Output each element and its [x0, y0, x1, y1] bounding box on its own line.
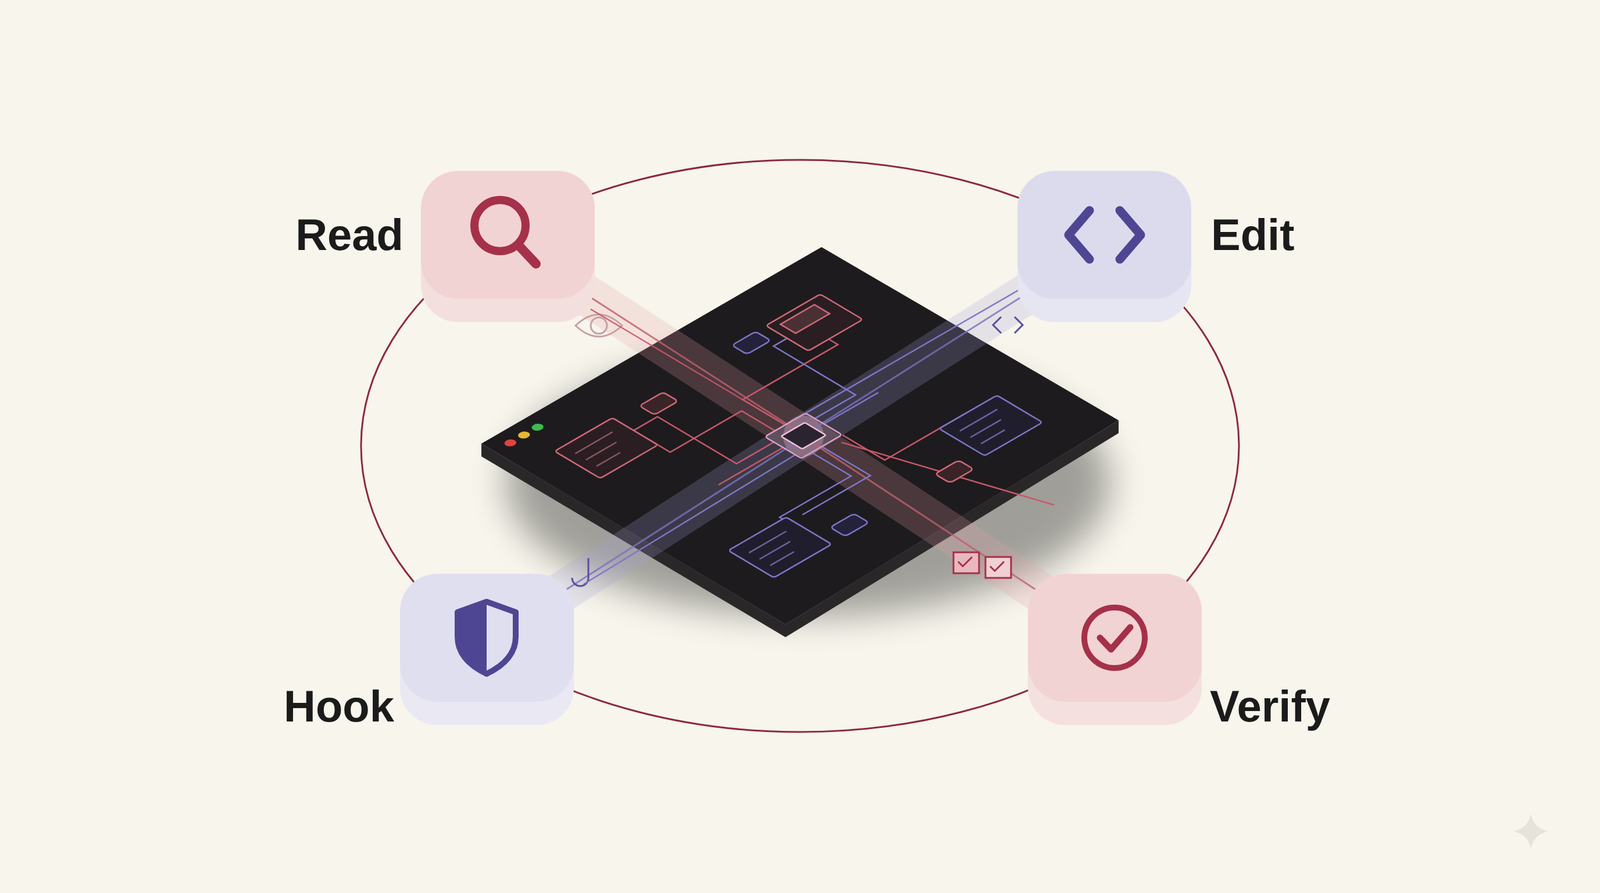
tool-tile: Edit — [1015, 168, 1194, 327]
tile-shape — [418, 168, 598, 327]
tile-label: Read — [295, 210, 404, 260]
tool-tile: Read — [418, 168, 598, 327]
tile-label: Verify — [1209, 681, 1331, 731]
tool-tile: Verify — [1025, 571, 1205, 730]
tile-shape — [1015, 168, 1194, 327]
orbit-ring — [361, 159, 1239, 732]
tool-tile: Hook — [397, 571, 577, 730]
tile-label: Edit — [1211, 210, 1295, 260]
sparkle-mark — [1513, 813, 1549, 849]
tile-label: Hook — [283, 681, 395, 731]
tile-shape — [397, 571, 577, 730]
tile-shape — [1025, 571, 1205, 730]
